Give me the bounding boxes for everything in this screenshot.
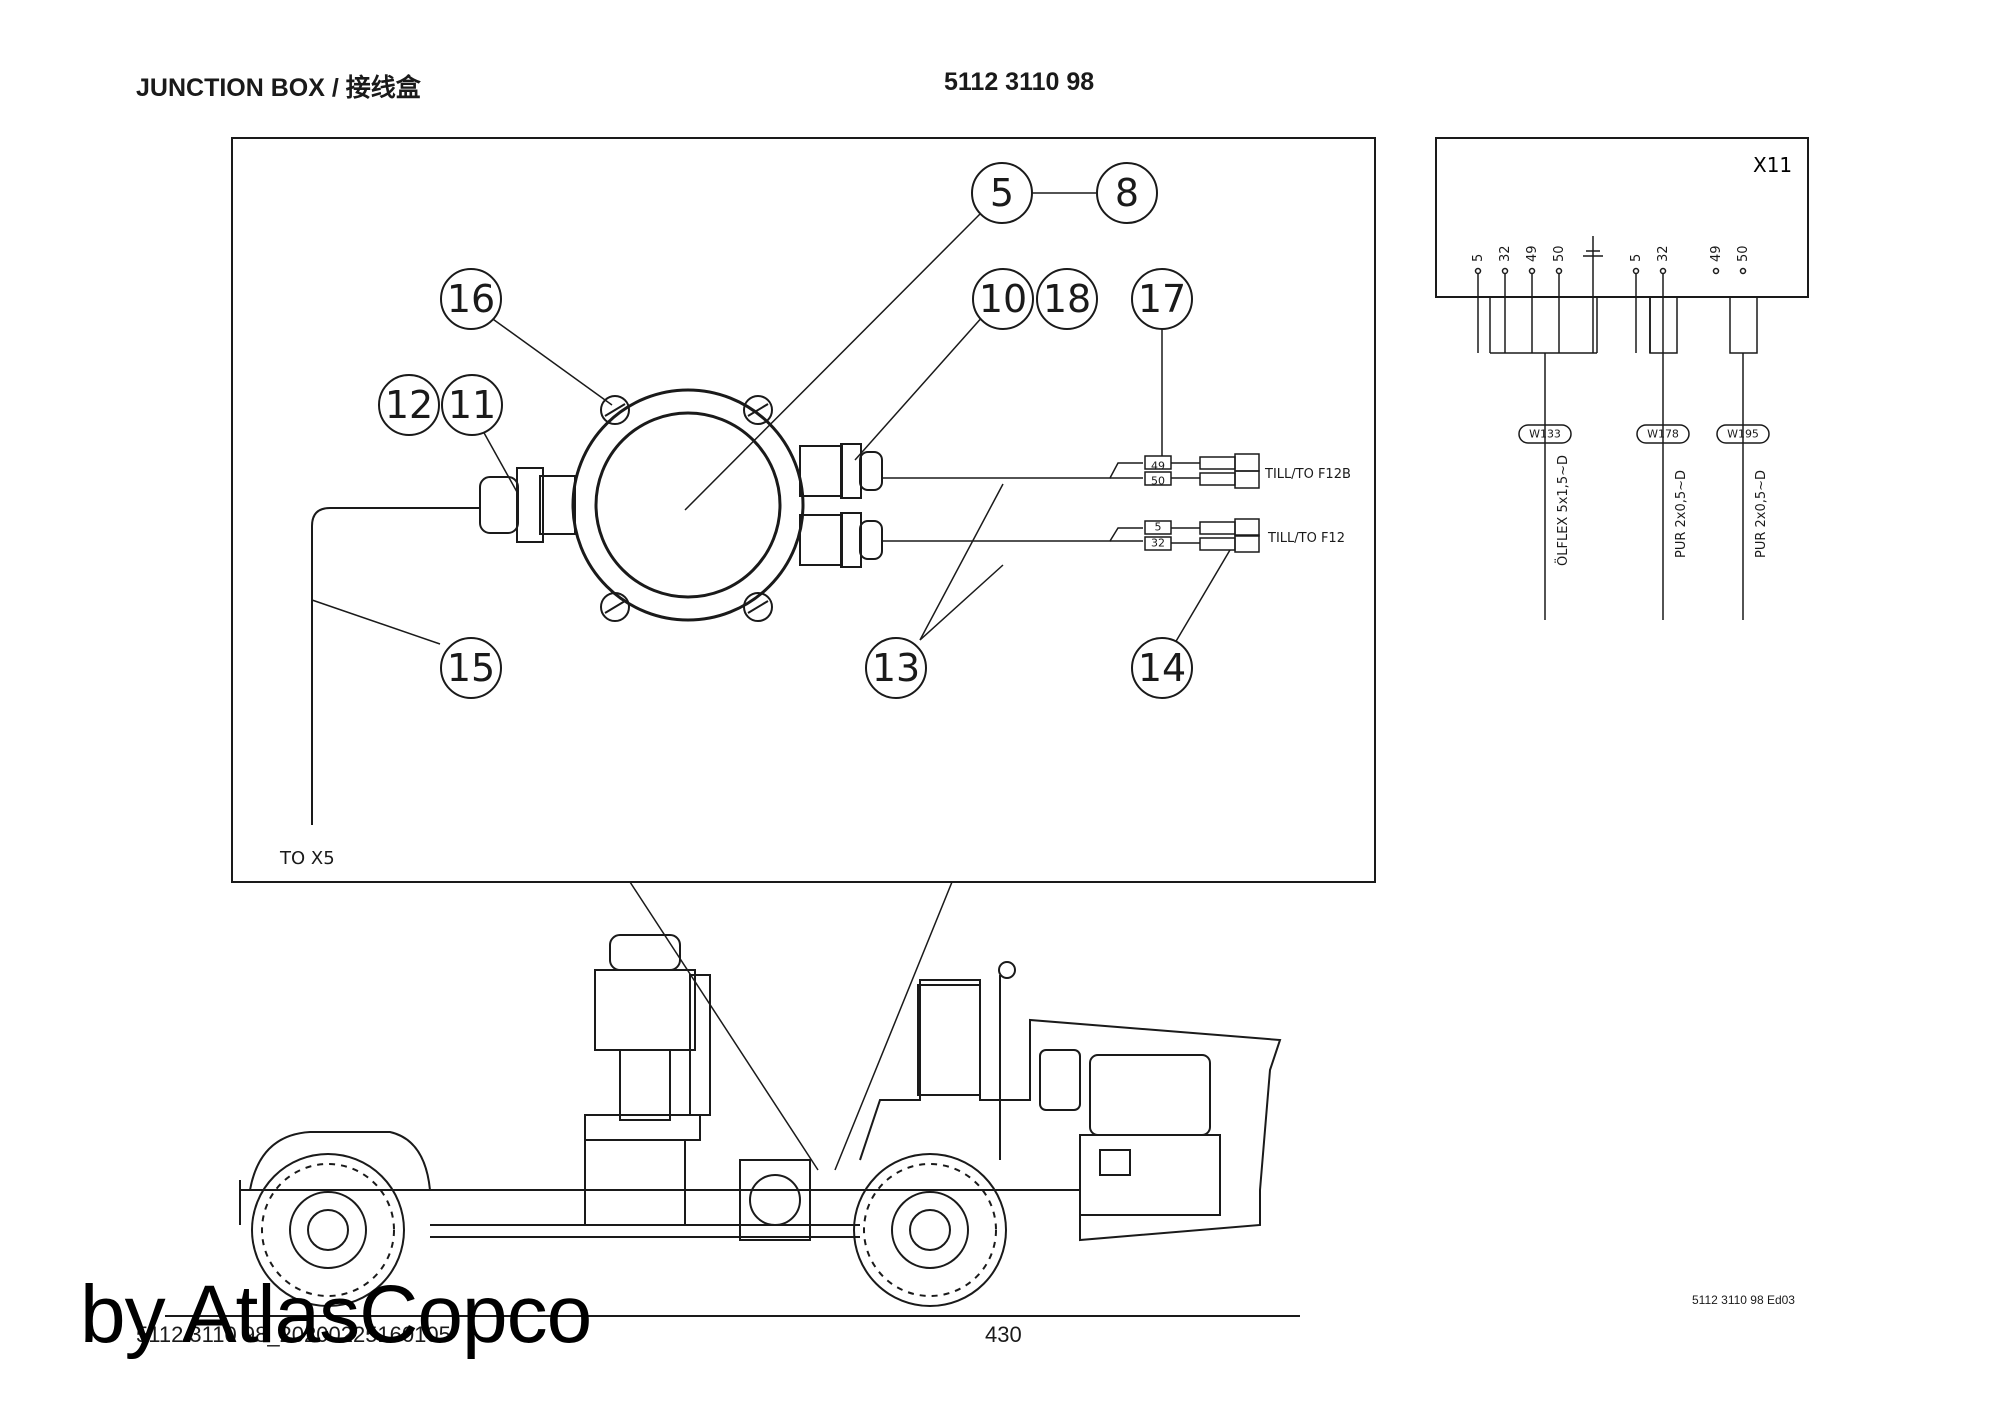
callout-16: 16 (440, 268, 502, 330)
callout-8: 8 (1096, 162, 1158, 224)
svg-text:5: 5 (1629, 254, 1644, 262)
label-to-f12b: TILL/TO F12B (1264, 467, 1351, 482)
x11-label: X11 (1753, 153, 1792, 177)
callout-11: 11 (441, 374, 503, 436)
svg-text:12: 12 (385, 383, 433, 427)
x11-wiring (1474, 236, 1758, 620)
detail-frame (231, 137, 1376, 883)
terminal-50: 50 (1151, 475, 1165, 488)
callout-18: 18 (1036, 268, 1098, 330)
svg-text:17: 17 (1138, 277, 1186, 321)
svg-text:5: 5 (990, 171, 1014, 215)
terminal-5: 5 (1155, 521, 1162, 534)
terminal-markers (1144, 453, 1260, 553)
callout-12: 12 (378, 374, 440, 436)
svg-text:49: 49 (1709, 245, 1724, 262)
svg-text:32: 32 (1498, 245, 1513, 262)
svg-text:32: 32 (1656, 245, 1671, 262)
svg-text:50: 50 (1736, 245, 1751, 262)
edition-code: 5112 3110 98 Ed03 (1692, 1293, 1795, 1307)
cable-to-x5 (311, 507, 480, 825)
svg-text:15: 15 (447, 646, 495, 690)
callout-5: 5 (971, 162, 1033, 224)
svg-text:5: 5 (1471, 254, 1486, 262)
svg-text:14: 14 (1138, 646, 1186, 690)
svg-text:8: 8 (1115, 171, 1139, 215)
doc-code: 5112 3110 98_20200225160105 (136, 1322, 451, 1347)
callout-10: 10 (972, 268, 1034, 330)
cable-spec-w178: PUR 2x0,5~D (1674, 470, 1689, 558)
cable-tag-w133 (1518, 424, 1572, 444)
callout-14: 14 (1131, 637, 1193, 699)
cable-id-w133: W133 (1529, 428, 1561, 441)
cable-spec-w195: PUR 2x0,5~D (1754, 470, 1769, 558)
svg-text:16: 16 (447, 277, 495, 321)
svg-text:11: 11 (448, 383, 496, 427)
vehicle-illustration (165, 934, 1300, 1317)
svg-text:10: 10 (979, 277, 1027, 321)
cable-id-w195: W195 (1727, 428, 1759, 441)
callout-15: 15 (440, 637, 502, 699)
cable-tag-w178 (1636, 424, 1690, 444)
cable-spec-w133: ÖLFLEX 5x1,5~D (1554, 455, 1571, 566)
label-to-f12: TILL/TO F12 (1267, 531, 1345, 546)
cable-tag-w195 (1716, 424, 1770, 444)
cable-id-w178: W178 (1647, 428, 1679, 441)
terminal-49: 49 (1151, 460, 1165, 473)
junction-box (479, 388, 883, 622)
cable-f12b-a (882, 462, 1143, 479)
leader-lines (311, 192, 1231, 645)
callout-13: 13 (865, 637, 927, 699)
terminal-32: 32 (1151, 537, 1165, 550)
svg-text:50: 50 (1552, 245, 1567, 262)
svg-text:18: 18 (1043, 277, 1091, 321)
part-number: 5112 3110 98 (944, 68, 1095, 96)
label-to-x5: TO X5 (279, 848, 335, 869)
x11-pin-labels: 5 32 49 50 5 32 49 50 (1471, 245, 1751, 262)
callout-17: 17 (1131, 268, 1193, 330)
watermark: by AtlasCopco (80, 1269, 592, 1360)
svg-text:49: 49 (1525, 245, 1540, 262)
cable-f12-a (882, 527, 1143, 542)
zoom-line-left (629, 881, 819, 1171)
x11-connector-box (1435, 137, 1809, 298)
zoom-line-right (834, 881, 953, 1171)
page-title: JUNCTION BOX / 接线盒 (136, 74, 421, 102)
svg-text:13: 13 (872, 646, 920, 690)
page-number: 430 (985, 1322, 1022, 1347)
